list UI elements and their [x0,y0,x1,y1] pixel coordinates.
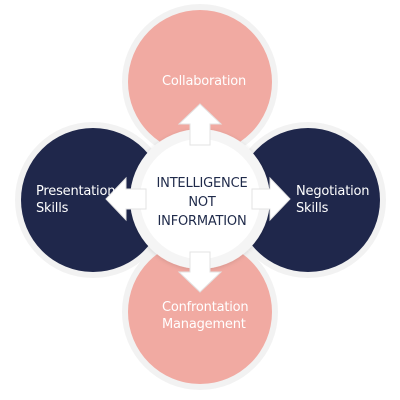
arrow-up-icon [177,103,223,146]
center-title: INTELLIGENCE NOT INFORMATION [156,176,248,229]
node-label-right: Negotiation Skills [296,184,370,216]
arrow-right-icon [251,176,291,222]
node-label-bottom: Confrontation Management [162,300,249,332]
circle-bottom [128,240,272,384]
circle-left [21,128,165,272]
circle-right [236,128,380,272]
circle-top [128,10,272,154]
node-label-left: Presentation Skills [36,184,116,216]
center-circle [140,139,260,259]
arrow-down-icon [177,251,223,293]
node-label-top: Collaboration [162,74,247,89]
arrow-left-icon [105,176,147,222]
